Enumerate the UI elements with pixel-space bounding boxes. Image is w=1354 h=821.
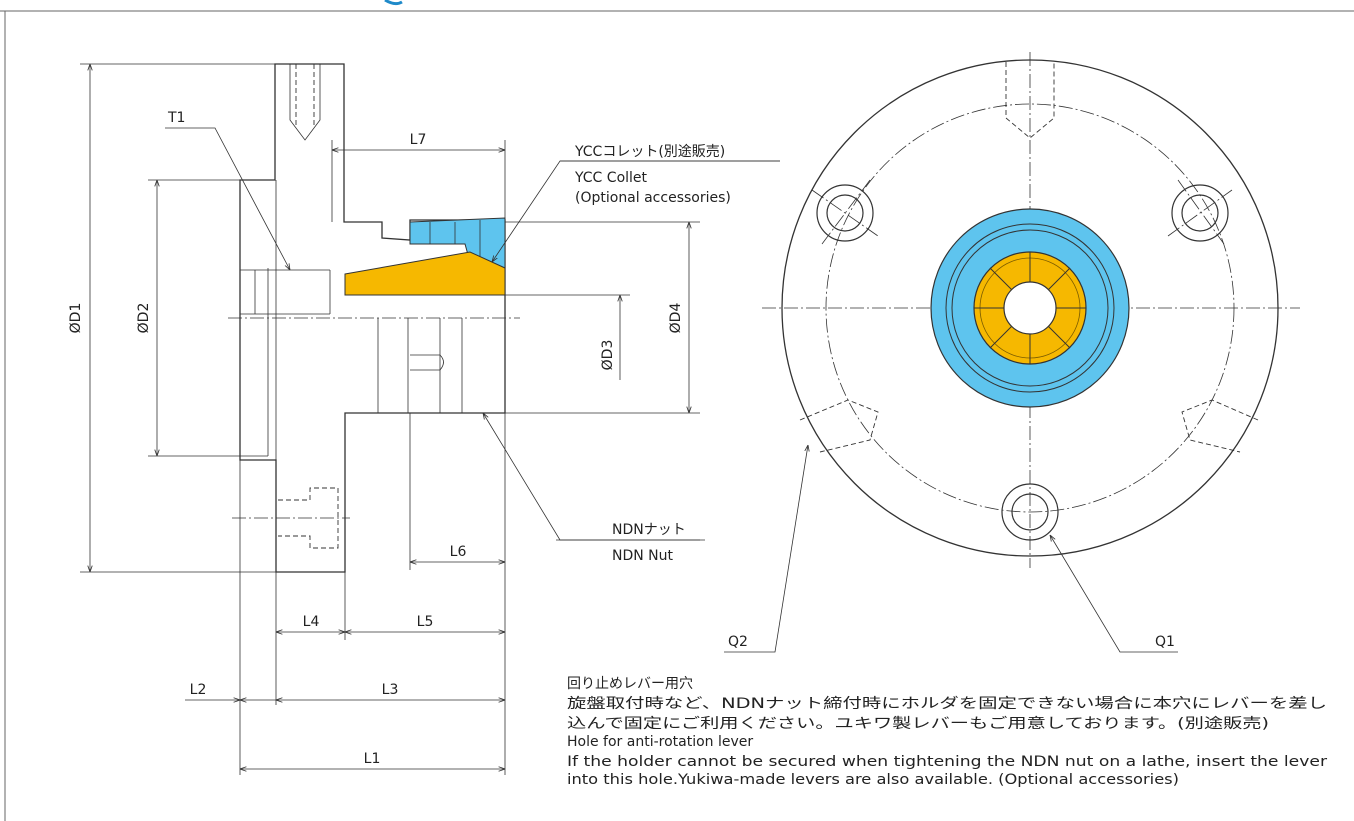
label-d2: ØD2 [136,303,152,334]
front-nut-ring-2 [951,229,1109,387]
left-tap-hidden [799,399,879,453]
collet-slits [974,252,1086,364]
note-jp-line1: 旋盤取付時など、NDNナット締付時にホルダを固定できない場合に本穴にレバーを差し [567,695,1327,712]
title-accent-stroke [384,0,403,6]
label-l3: L3 [382,682,399,698]
right-tap-hidden [1181,399,1259,453]
q2-leader [724,445,808,653]
note-jp-line2: 込んで固定にご利用ください。ユキワ製レバーもご用意しております。(別途販売) [567,715,1269,732]
mounting-hole-left [811,179,879,245]
lever-hole-note: 回り止めレバー用穴 旋盤取付時など、NDNナット締付時にホルダを固定できない場合… [567,676,1327,788]
note-en-line1: If the holder cannot be secured when tig… [567,754,1327,770]
q1-leader [1050,535,1178,653]
label-l7: L7 [410,132,427,148]
front-nut-ring-1 [945,223,1115,393]
label-d3: ØD3 [600,340,616,371]
label-l4: L4 [303,614,320,630]
tap-hole [289,64,321,141]
t1-leader [165,127,290,270]
label-l1: L1 [364,751,381,767]
mounting-hole-bottom [1001,483,1059,541]
note-en-title: Hole for anti-rotation lever [567,734,753,750]
label-t1: T1 [167,110,185,126]
note-en-line2: into this hole.Yukiwa-made levers are al… [567,772,1179,788]
label-d1: ØD1 [68,303,84,334]
key-slot [410,354,444,371]
mounting-hole-right [1167,179,1233,245]
front-view [724,52,1300,653]
label-l5: L5 [417,614,434,630]
label-q1: Q1 [1155,634,1175,650]
front-bore [1003,281,1057,335]
nut-leader [483,413,700,541]
label-l6: L6 [450,544,467,560]
collet-label-jp: YCCコレット(別途販売) [574,143,725,160]
label-d4: ØD4 [668,303,684,334]
ycc-collet [344,251,506,296]
side-view [80,63,780,775]
nut-label-jp: NDNナット [612,522,686,538]
lever-hole-hidden [278,487,339,549]
label-l2: L2 [190,682,207,698]
collet-label-en2: (Optional accessories) [575,190,731,206]
top-tap-hidden [1005,62,1055,139]
label-q2: Q2 [728,634,748,650]
collet-label-en1: YCC Collet [574,170,648,186]
note-jp-title: 回り止めレバー用穴 [567,676,693,692]
nut-label-en: NDN Nut [612,548,674,564]
